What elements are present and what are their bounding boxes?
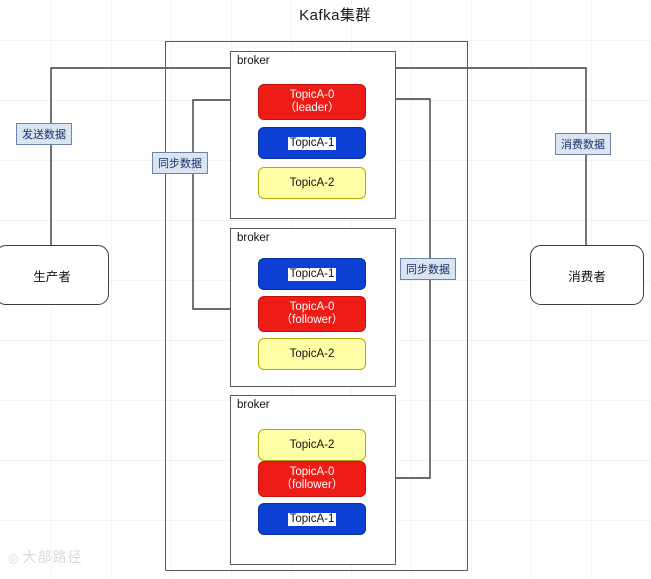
broker-label: broker xyxy=(237,232,270,244)
edge-label-sync-data-right: 同步数据 xyxy=(400,258,456,280)
topic-partition-a0-leader[interactable]: TopicA-0 （leader） xyxy=(258,84,366,120)
topic-name: TopicA-0 xyxy=(289,89,335,101)
topic-partition-a2[interactable]: TopicA-2 xyxy=(258,429,366,461)
producer-node[interactable]: 生产者 xyxy=(0,245,109,305)
watermark: ◎大部路径 xyxy=(8,547,82,567)
topic-name: TopicA-0 xyxy=(289,466,335,478)
topic-partition-a1[interactable]: TopicA-1 xyxy=(258,503,366,535)
topic-partition-a0-follower[interactable]: TopicA-0 （follower） xyxy=(258,296,366,332)
topic-name: TopicA-2 xyxy=(289,438,335,451)
topic-partition-a2[interactable]: TopicA-2 xyxy=(258,167,366,199)
edge-label-sync-data-left: 同步数据 xyxy=(152,152,208,174)
broker-label: broker xyxy=(237,399,270,411)
topic-role: （leader） xyxy=(284,102,340,114)
broker-box-3: broker TopicA-2 TopicA-0 （follower） Topi… xyxy=(230,395,396,565)
topic-partition-a0-follower[interactable]: TopicA-0 （follower） xyxy=(258,461,366,497)
topic-name: TopicA-1 xyxy=(287,267,337,281)
topic-partition-a1[interactable]: TopicA-1 xyxy=(258,127,366,159)
broker-label: broker xyxy=(237,55,270,67)
topic-partition-a2[interactable]: TopicA-2 xyxy=(258,338,366,370)
topic-name: TopicA-1 xyxy=(287,136,337,150)
watermark-logo-icon: ◎ xyxy=(8,551,20,565)
topic-role: （follower） xyxy=(280,479,344,491)
page-title: Kafka集群 xyxy=(299,7,371,24)
edge-label-consume-data: 消费数据 xyxy=(555,133,611,155)
topic-name: TopicA-0 xyxy=(289,301,335,313)
topic-name: TopicA-2 xyxy=(289,176,335,189)
producer-label: 生产者 xyxy=(33,269,71,284)
kafka-cluster-boundary xyxy=(165,41,468,571)
topic-partition-a1[interactable]: TopicA-1 xyxy=(258,258,366,290)
topic-name: TopicA-2 xyxy=(289,347,335,360)
broker-box-1: broker TopicA-0 （leader） TopicA-1 TopicA… xyxy=(230,51,396,219)
consumer-label: 消费者 xyxy=(568,269,606,284)
consumer-node[interactable]: 消费者 xyxy=(530,245,644,305)
topic-role: （follower） xyxy=(280,314,344,326)
broker-box-2: broker TopicA-1 TopicA-0 （follower） Topi… xyxy=(230,228,396,387)
topic-name: TopicA-1 xyxy=(287,512,337,526)
edge-label-send-data: 发送数据 xyxy=(16,123,72,145)
watermark-text: 大部路径 xyxy=(22,549,83,565)
